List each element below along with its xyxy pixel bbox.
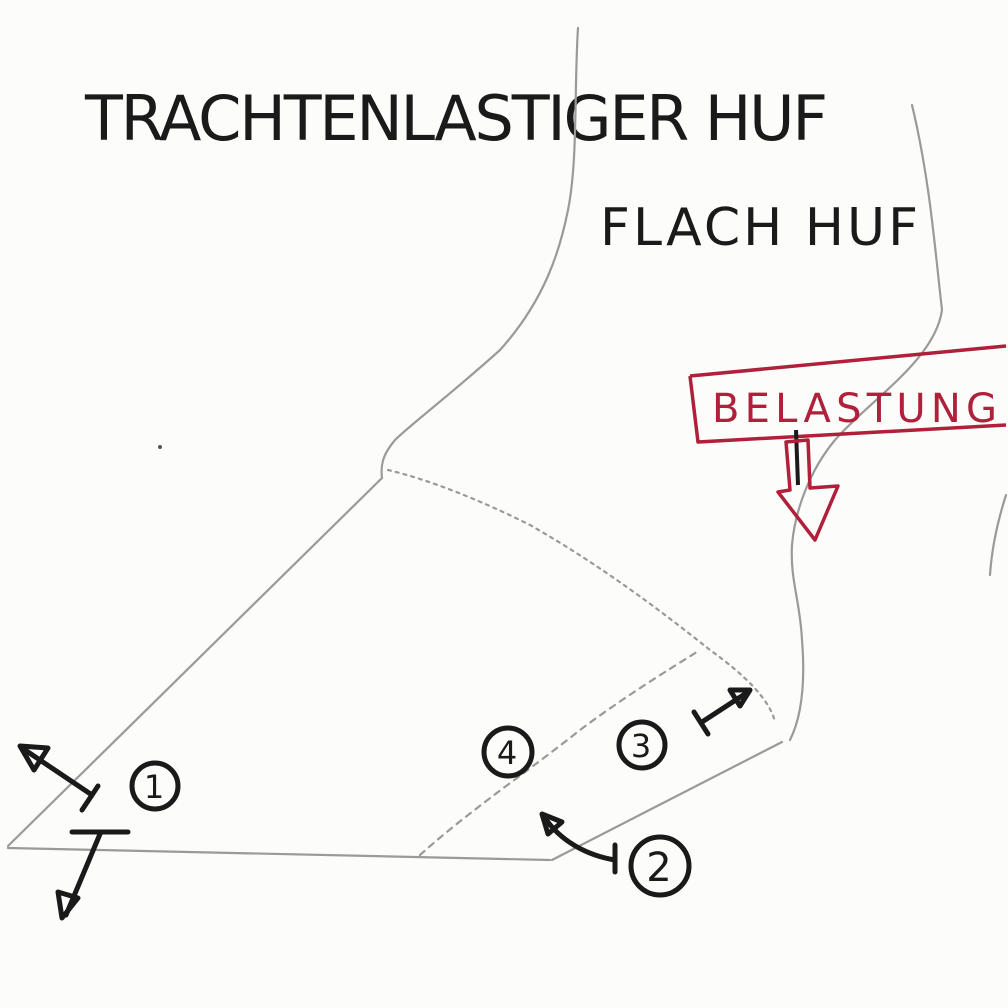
load-arrow-icon xyxy=(776,438,840,542)
hoof-wall-line xyxy=(6,476,384,848)
load-callout: BELASTUNG xyxy=(688,344,1007,542)
marker-1: 1 xyxy=(129,760,181,812)
marker-2-label: 2 xyxy=(646,845,673,891)
adjacent-leg-line xyxy=(988,493,1008,577)
title: TRACHTENLASTIGER HUF xyxy=(84,82,830,155)
coronary-band xyxy=(386,468,777,724)
sole-line xyxy=(6,846,552,862)
marker-4: 4 xyxy=(481,725,535,779)
marker-3: 3 xyxy=(616,719,668,771)
marker-4-label: 4 xyxy=(497,734,519,772)
dotted-line-4 xyxy=(418,648,702,857)
arrow-1-up xyxy=(17,743,101,813)
pencil-dot xyxy=(158,445,162,449)
leg-front-line xyxy=(380,26,580,480)
arrow-2 xyxy=(539,811,618,875)
subtitle: FLACH HUF xyxy=(600,198,920,258)
marker-3-label: 3 xyxy=(631,727,653,765)
arrow-3 xyxy=(691,687,753,737)
load-arrow-stem xyxy=(794,429,800,486)
marker-2: 2 xyxy=(628,834,692,898)
leg-back-line xyxy=(788,103,944,742)
arrow-1-down xyxy=(55,829,131,921)
marker-1-label: 1 xyxy=(144,768,166,806)
load-label: BELASTUNG xyxy=(712,386,997,432)
heel-line xyxy=(550,740,784,862)
